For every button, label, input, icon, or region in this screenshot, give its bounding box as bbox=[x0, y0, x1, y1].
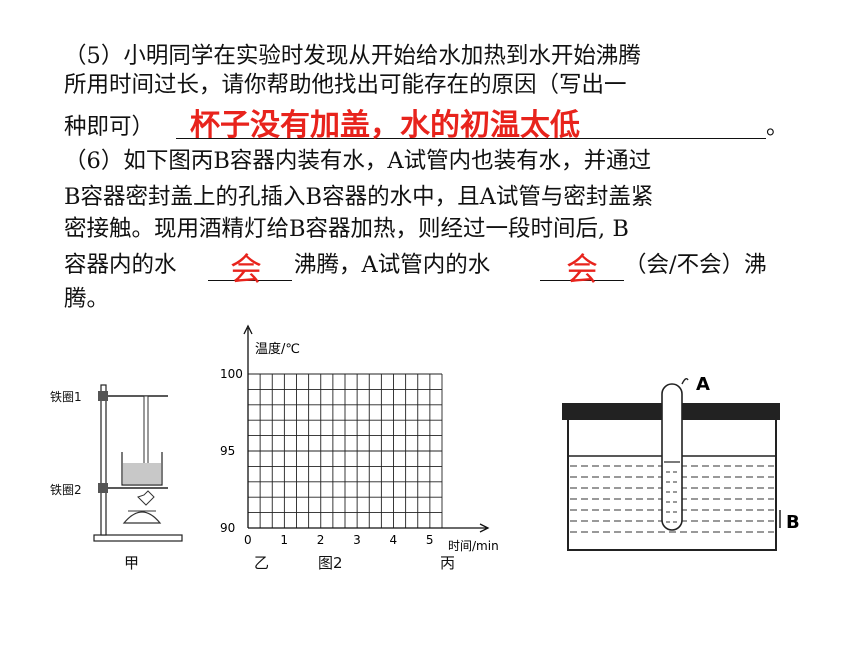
clamp-2 bbox=[98, 483, 108, 493]
figure-jia-apparatus bbox=[93, 384, 183, 542]
x-tick-label: 2 bbox=[317, 533, 325, 547]
y-tick-label: 100 bbox=[220, 367, 243, 381]
beaker-water bbox=[123, 463, 161, 484]
q5-line-3-suffix: 。 bbox=[766, 114, 789, 140]
flame bbox=[137, 490, 155, 506]
q5-line-2: 所用时间过长，请你帮助他找出可能存在的原因（写出一 bbox=[64, 72, 627, 98]
caption-yi: 乙 bbox=[254, 554, 270, 572]
alcohol-lamp bbox=[122, 511, 162, 524]
temperature-time-chart: 0 1 2 3 4 5 90 95 100 温度/℃ 时间/min bbox=[220, 324, 499, 553]
x-tick-label: 0 bbox=[244, 533, 252, 547]
label-a: A bbox=[696, 374, 710, 395]
q5-line-3-prefix: 种即可） bbox=[64, 114, 155, 140]
test-tube-a-water bbox=[664, 461, 680, 523]
clamp-1 bbox=[98, 391, 108, 401]
q6-line-2: B容器密封盖上的孔插入B容器的水中，且A试管与密封盖紧 bbox=[64, 184, 654, 210]
q6-line-4a: 容器内的水 bbox=[64, 252, 177, 278]
caption-jia: 甲 bbox=[124, 554, 140, 572]
x-tick-label: 5 bbox=[426, 533, 434, 547]
label-b: B bbox=[786, 512, 800, 533]
chart-x-axis-label: 时间/min bbox=[448, 539, 499, 553]
beaker bbox=[121, 452, 163, 486]
y-tick-label: 95 bbox=[220, 444, 235, 458]
q6-line-1: （6）如下图丙B容器内装有水，A试管内也装有水，并通过 bbox=[64, 148, 652, 174]
q6-answer-2-underline bbox=[540, 280, 624, 281]
q5-answer: 杯子没有加盖，水的初温太低 bbox=[190, 108, 580, 143]
x-axis-arrow bbox=[479, 523, 490, 533]
x-tick-label: 4 bbox=[390, 533, 398, 547]
test-tube-lip bbox=[681, 377, 689, 385]
caption-fig2: 图2 bbox=[318, 554, 343, 572]
x-tick-label: 1 bbox=[280, 533, 288, 547]
stand-base bbox=[93, 534, 183, 542]
label-ring-2: 铁圈2 bbox=[50, 483, 82, 497]
q5-answer-underline bbox=[176, 138, 766, 139]
caption-bing: 丙 bbox=[440, 554, 456, 572]
q6-line-4c: （会/不会）沸 bbox=[624, 252, 767, 278]
label-ring-1: 铁圈1 bbox=[50, 390, 82, 404]
y-tick-label: 90 bbox=[220, 521, 235, 535]
q5-line-1: （5）小明同学在实验时发现从开始给水加热到水开始沸腾 bbox=[64, 43, 641, 69]
stand-rod bbox=[100, 384, 107, 536]
q6-line-4b: 沸腾，A试管内的水 bbox=[294, 252, 491, 278]
q6-line-3: 密接触。现用酒精灯给B容器加热，则经过一段时间后, B bbox=[64, 216, 629, 242]
test-tube-a bbox=[661, 383, 683, 531]
q6-answer-2: 会 bbox=[566, 250, 599, 288]
q6-answer-1-underline bbox=[208, 280, 292, 281]
thermometer bbox=[143, 395, 149, 467]
x-tick-label: 3 bbox=[353, 533, 361, 547]
figure-bing-container: A B bbox=[562, 374, 800, 551]
chart-y-axis-label: 温度/℃ bbox=[255, 341, 300, 357]
y-axis-arrow bbox=[243, 324, 253, 335]
q6-answer-1: 会 bbox=[230, 250, 263, 288]
q6-line-5: 腾。 bbox=[64, 286, 110, 312]
container-b bbox=[567, 420, 777, 551]
